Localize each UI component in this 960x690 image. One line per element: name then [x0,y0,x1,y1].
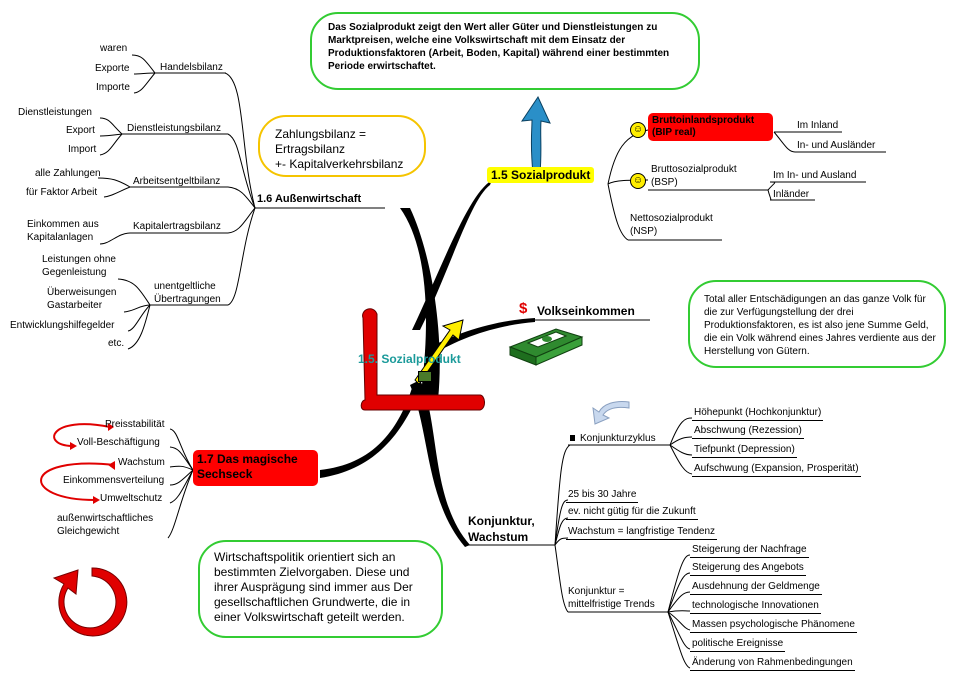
kapitalertragsbilanz-label[interactable]: Kapitalertragsbilanz [133,221,221,232]
kapitalertragsbilanz-child-2: Kapitalanlagen [27,232,94,243]
sozialprodukt-definition-bubble [310,12,700,90]
konjunktur-item-wachstum: Wachstum = langfristige Tendenz [566,526,718,540]
sechseck-line2: Sechseck [197,467,253,481]
sechseck-umweltschutz: Umweltschutz [100,493,163,504]
mittelfristig-line2[interactable]: mittelfristige Trends [568,599,655,610]
bip-label[interactable]: Bruttoinlandsprodukt (BIP real) [648,113,773,141]
sechseck-label[interactable]: 1.7 Das magische Sechseck [193,450,318,486]
blue-up-arrow-icon [520,95,551,174]
mittelfristig-line1[interactable]: Konjunktur = [568,586,625,597]
uebertragungen-child1-line1: Leistungen ohne [42,254,116,265]
zahlungsbilanz-bubble [258,115,426,177]
zyklus-hoehepunkt: Höhepunkt (Hochkonjunktur) [692,407,824,421]
bsp-line2: (BSP) [651,177,678,188]
bsp-child-inlaender: Inländer [773,189,810,200]
book-icon [418,371,432,382]
handelsbilanz-exporte: Exporte [95,63,130,74]
wirtschaftspolitik-note: Wirtschaftspolitik orientiert sich an be… [214,550,413,624]
curved-arrow-icon [592,401,630,425]
kapitalertragsbilanz-child-1: Einkommen aus [27,219,99,230]
trend-rahmenbedingungen: Änderung von Rahmenbedingungen [690,657,855,671]
smiley-happy-icon: ☺ [630,122,646,138]
arbeitsentgeltbilanz-faktor-arbeit: für Faktor Arbeit [26,187,98,198]
money-stack-icon [508,328,584,366]
center-title: 1.5. Sozialprodukt [358,352,461,366]
dienstleistungsbilanz-export: Export [66,125,95,136]
dollar-icon: $ [519,300,528,317]
trend-innovationen: technologische Innovationen [690,600,821,614]
wirtschaftspolitik-bubble [198,540,443,638]
bip-line2: (BIP real) [652,127,696,138]
zyklus-abschwung: Abschwung (Rezession) [692,425,804,439]
uebertragungen-child4: etc. [108,338,125,349]
sozialprodukt-definition: Das Sozialprodukt zeigt den Wert aller G… [328,22,670,72]
trend-psychologie: Massen psychologische Phänomene [690,619,857,633]
aussenwirtschaft-label[interactable]: 1.6 Außenwirtschaft [257,193,362,205]
zahlungsbilanz-note-2: Ertragsbilanz [275,142,346,156]
konjunktur-item-jahre: 25 bis 30 Jahre [566,489,639,503]
uebertragungen-line1[interactable]: unentgeltliche [154,281,216,292]
sechseck-einkommensverteilung: Einkommensverteilung [63,475,165,486]
trend-politik: politische Ereignisse [690,638,786,652]
bsp-line1: Bruttosozialprodukt [651,164,737,175]
konjunkturzyklus-label[interactable]: Konjunkturzyklus [580,433,656,444]
bip-child-in-auslaender: In- und Ausländer [797,140,876,151]
konjunktur-line2[interactable]: Wachstum [468,530,529,544]
center-logo [360,308,485,411]
zahlungsbilanz-note-3: +- Kapitalverkehrsbilanz [275,157,404,171]
handelsbilanz-waren: waren [100,43,128,54]
zyklus-bullet-icon [570,435,575,441]
zyklus-tiefpunkt: Tiefpunkt (Depression) [692,444,797,458]
zahlungsbilanz-note-1: Zahlungsbilanz = [275,127,367,141]
sechseck-gleichgewicht-line1: außenwirtschaftliches [57,513,154,524]
bsp-child-in-ausland: Im In- und Ausland [773,170,857,181]
sechseck-wachstum: Wachstum [118,457,165,468]
nsp-line1: Nettosozialprodukt [630,213,713,224]
dienstleistungsbilanz-import: Import [68,144,97,155]
konjunktur-item-zukunft: ev. nicht gütig für die Zukunft [566,506,698,520]
bip-child-inland: Im Inland [797,120,839,131]
arbeitsentgeltbilanz-zahlungen: alle Zahlungen [35,168,101,179]
dienstleistungsbilanz-dienstleistungen: Dienstleistungen [18,107,92,118]
sechseck-vollbeschaeftigung: Voll-Beschäftigung [77,437,160,448]
volkseinkommen-label[interactable]: Volkseinkommen [537,304,635,318]
handelsbilanz-importe: Importe [96,82,130,93]
cycle-arrow-icon [52,567,128,637]
nsp-line2: (NSP) [630,226,658,237]
trend-angebot: Steigerung des Angebots [690,562,806,576]
dienstleistungsbilanz-label[interactable]: Dienstleistungsbilanz [127,123,221,134]
zyklus-aufschwung: Aufschwung (Expansion, Prosperität) [692,463,861,477]
uebertragungen-line2[interactable]: Übertragungen [154,294,221,305]
uebertragungen-child2-line2: Gastarbeiter [47,300,103,311]
trend-nachfrage: Steigerung der Nachfrage [690,544,809,558]
uebertragungen-child2-line1: Überweisungen [47,287,117,298]
arbeitsentgeltbilanz-label[interactable]: Arbeitsentgeltbilanz [133,176,221,187]
konjunktur-line1[interactable]: Konjunktur, [468,514,535,528]
volkseinkommen-definition-bubble [688,280,946,368]
handelsbilanz-label[interactable]: Handelsbilanz [160,62,223,73]
volkseinkommen-definition: Total aller Entschädigungen an das ganze… [704,294,936,357]
sechseck-preisstabilitaet: Preisstabilität [105,419,165,430]
uebertragungen-child1-line2: Gegenleistung [42,267,107,278]
sozialprodukt-label[interactable]: 1.5 Sozialprodukt [487,167,595,183]
sechseck-line1: 1.7 Das magische [197,452,298,466]
bip-line1: Bruttoinlandsprodukt [652,115,755,126]
trend-geldmenge: Ausdehnung der Geldmenge [690,581,822,595]
smiley-neutral-icon: ☺ [630,173,646,189]
uebertragungen-child3: Entwicklungshilfegelder [10,320,115,331]
sechseck-gleichgewicht-line2: Gleichgewicht [57,526,120,537]
